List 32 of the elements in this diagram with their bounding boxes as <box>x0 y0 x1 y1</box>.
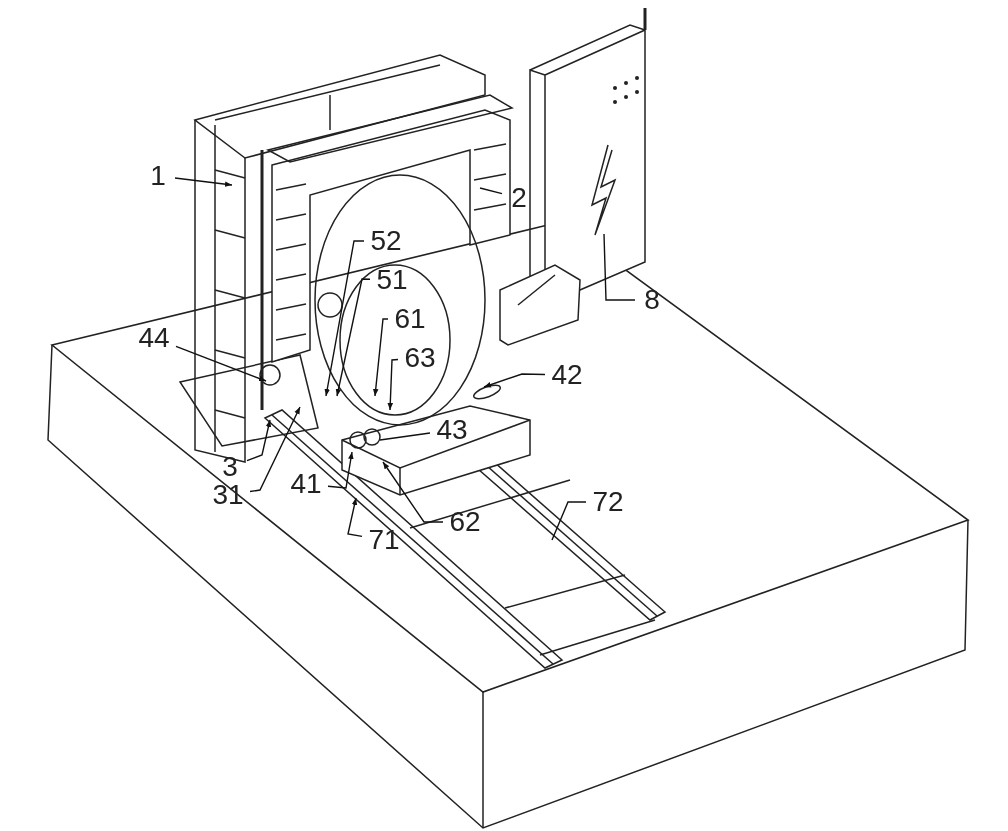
leader-line <box>479 187 503 195</box>
callout-number: 44 <box>138 324 170 352</box>
callout-number: 62 <box>449 508 481 536</box>
callout-number: 61 <box>394 305 426 333</box>
leader-line <box>175 345 267 382</box>
leader-line <box>174 177 233 187</box>
callout-number: 1 <box>150 162 166 190</box>
leader-line <box>372 318 389 397</box>
leader-line <box>347 497 363 538</box>
callout-number: 8 <box>644 286 660 314</box>
leader-line <box>324 240 365 397</box>
callout-number: 41 <box>290 470 322 498</box>
leader-line <box>603 233 636 301</box>
leader-line <box>249 406 301 493</box>
callout-number: 72 <box>592 488 624 516</box>
callout-number: 51 <box>376 266 408 294</box>
callout-number: 63 <box>404 344 436 372</box>
callout-number: 3 <box>222 453 238 481</box>
leader-line <box>483 373 546 388</box>
callout-number: 52 <box>370 227 402 255</box>
callout-number: 31 <box>212 481 244 509</box>
leader-line <box>327 451 354 489</box>
leader-line <box>387 358 399 411</box>
callout-number: 43 <box>436 416 468 444</box>
callout-number: 2 <box>511 184 527 212</box>
leader-line <box>379 432 431 441</box>
leader-line <box>246 419 272 462</box>
leader-line <box>335 278 371 397</box>
callout-number: 71 <box>368 526 400 554</box>
leader-line <box>551 501 587 541</box>
callout-number: 42 <box>551 361 583 389</box>
leader-line <box>382 461 444 523</box>
